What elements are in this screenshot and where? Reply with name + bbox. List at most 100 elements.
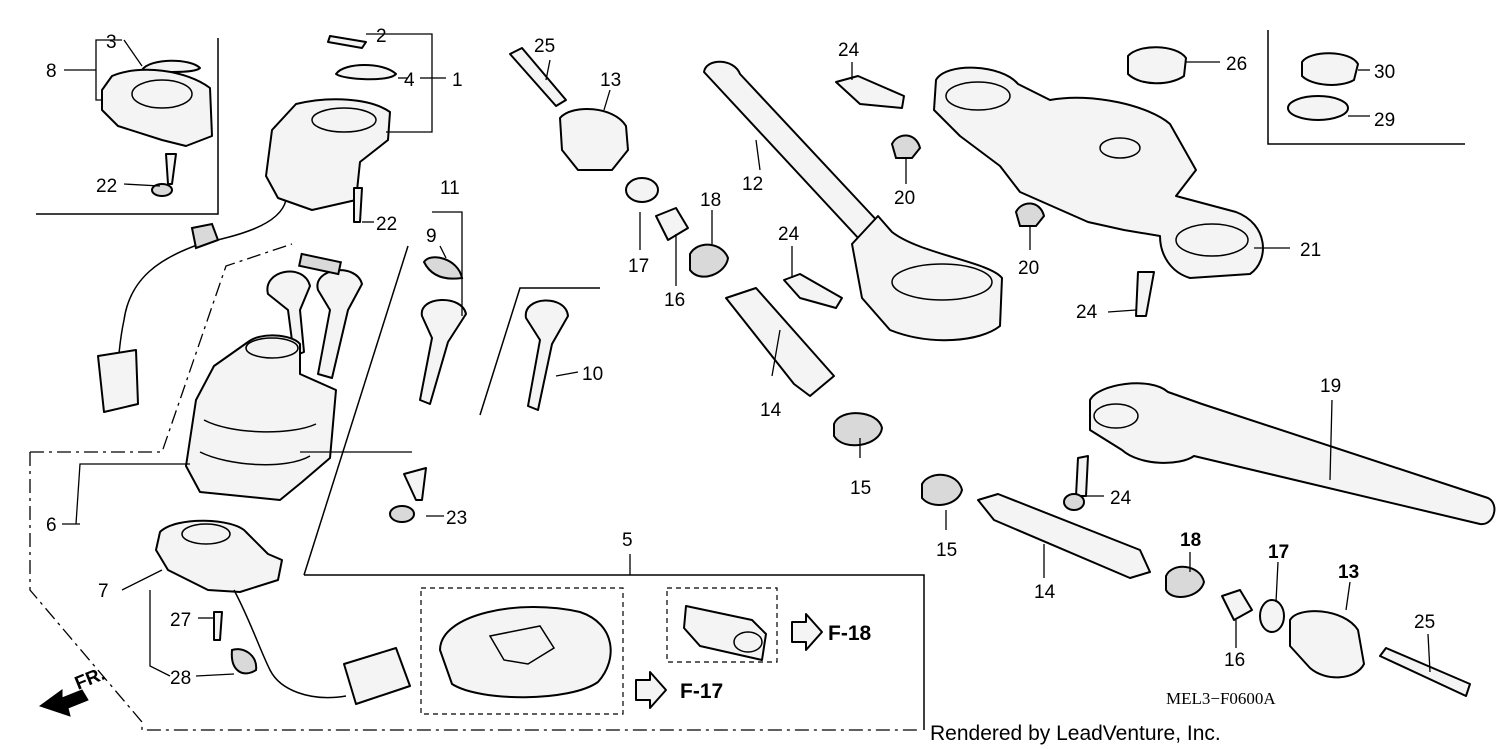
callout-25-left: 25 bbox=[534, 36, 555, 57]
part-key-11 bbox=[419, 299, 467, 405]
callout-24-right: 24 bbox=[1110, 488, 1132, 509]
callout-20-bottom: 20 bbox=[1018, 258, 1039, 279]
diagram-code: MEL3−F0600A bbox=[1166, 689, 1276, 708]
callout-19: 19 bbox=[1320, 376, 1341, 397]
callout-17-left: 17 bbox=[628, 256, 649, 277]
ref-label-f17: F-17 bbox=[680, 680, 723, 703]
part-weight-13-right bbox=[1289, 610, 1365, 679]
part-switch-7 bbox=[155, 519, 283, 593]
part-clip-1 bbox=[190, 222, 220, 250]
callout-29: 29 bbox=[1374, 110, 1395, 131]
dash-line-6-left bbox=[29, 452, 920, 731]
leader-lines bbox=[62, 33, 1431, 677]
part-nut-26 bbox=[1127, 46, 1187, 85]
wire-harness-1 bbox=[115, 199, 287, 367]
part-ring-4 bbox=[335, 64, 397, 81]
part-screw-22-left bbox=[165, 153, 177, 185]
callout-24-mid: 24 bbox=[778, 224, 800, 245]
part-cap-cylinder bbox=[683, 605, 767, 661]
callout-2: 2 bbox=[376, 26, 387, 47]
frame-set-29-30 bbox=[1267, 30, 1465, 145]
callout-18-right: 18 bbox=[1180, 530, 1201, 551]
part-ignition-switch-1 bbox=[265, 98, 391, 211]
callout-11: 11 bbox=[440, 178, 460, 199]
callout-15-right: 15 bbox=[936, 540, 957, 561]
callout-6: 6 bbox=[46, 515, 57, 536]
callout-17-right: 17 bbox=[1268, 542, 1289, 563]
callout-21: 21 bbox=[1300, 240, 1321, 261]
callout-18-left: 18 bbox=[700, 190, 721, 211]
front-arrow-icon bbox=[38, 689, 89, 717]
front-direction-label: FR. bbox=[72, 664, 108, 695]
callout-14-left: 14 bbox=[760, 400, 782, 421]
ref-arrow-f17 bbox=[635, 671, 667, 709]
callout-9: 9 bbox=[426, 226, 437, 247]
callout-16-right: 16 bbox=[1224, 650, 1245, 671]
part-clamp-28 bbox=[230, 648, 258, 675]
callout-25-right: 25 bbox=[1414, 612, 1435, 633]
part-fuel-cap-5 bbox=[439, 606, 612, 699]
part-bolt-24-right bbox=[1075, 455, 1089, 497]
part-screw-25-left bbox=[509, 47, 567, 107]
callout-12: 12 bbox=[742, 174, 763, 195]
callout-24-top: 24 bbox=[838, 40, 860, 61]
callout-22-right: 22 bbox=[376, 214, 397, 235]
part-washer-17-right bbox=[1259, 599, 1285, 633]
callout-15-left: 15 bbox=[850, 478, 871, 499]
part-key-10 bbox=[524, 299, 569, 411]
part-key-tag-9 bbox=[422, 256, 464, 280]
part-clip-16-left bbox=[655, 207, 689, 241]
callout-10: 10 bbox=[582, 364, 603, 385]
credit-text: Rendered by LeadVenture, Inc. bbox=[930, 722, 1221, 745]
part-connector-7 bbox=[343, 647, 411, 705]
part-rubber-18-left bbox=[689, 243, 730, 278]
callout-26: 26 bbox=[1226, 54, 1247, 75]
part-inner-tube-14-left bbox=[725, 287, 835, 397]
part-connector-1 bbox=[97, 349, 139, 413]
ref-arrow-f18 bbox=[791, 613, 823, 651]
frame-key-10 bbox=[479, 287, 600, 416]
callout-20-top: 20 bbox=[894, 188, 915, 209]
callout-22-left: 22 bbox=[96, 176, 117, 197]
callout-27: 27 bbox=[170, 610, 191, 631]
part-cap-20-bottom bbox=[1014, 202, 1046, 227]
part-seal-2 bbox=[327, 35, 367, 49]
callout-1: 1 bbox=[452, 70, 463, 91]
wire-harness-7 bbox=[233, 589, 347, 699]
callout-3: 3 bbox=[106, 32, 117, 53]
part-keys-6 bbox=[266, 252, 363, 379]
part-rubber-18-right bbox=[1165, 566, 1206, 598]
part-inner-tube-14-right bbox=[977, 493, 1151, 579]
callout-14-right: 14 bbox=[1034, 582, 1056, 603]
callout-28: 28 bbox=[170, 668, 191, 689]
fuel-cap-box bbox=[420, 587, 624, 715]
part-lock-body-6 bbox=[185, 334, 337, 501]
frame-set-5 bbox=[304, 574, 925, 730]
part-washer-17-left bbox=[625, 177, 659, 203]
part-bolt-24-mid bbox=[783, 273, 843, 309]
dash-line-6-top bbox=[30, 243, 293, 453]
part-rubber-15-right bbox=[921, 474, 964, 506]
part-screw-27 bbox=[213, 611, 223, 641]
callout-30: 30 bbox=[1374, 62, 1395, 83]
cylinder-box bbox=[666, 587, 778, 663]
callout-4: 4 bbox=[404, 70, 415, 91]
part-screw-23 bbox=[403, 467, 427, 501]
part-nut-30 bbox=[1301, 52, 1359, 86]
callout-24-lower: 24 bbox=[1076, 302, 1098, 323]
callout-16-left: 16 bbox=[664, 290, 685, 311]
part-screw-25-right bbox=[1379, 647, 1471, 697]
part-handlebar-19 bbox=[1089, 382, 1496, 526]
part-screw-22-right bbox=[353, 187, 363, 223]
part-clip-16-right bbox=[1221, 589, 1253, 621]
part-cap-20-top bbox=[890, 134, 922, 159]
part-washer-29 bbox=[1287, 95, 1349, 121]
callout-13-right: 13 bbox=[1338, 562, 1359, 583]
callout-7: 7 bbox=[98, 581, 109, 602]
callout-13-left: 13 bbox=[600, 70, 621, 91]
callout-23: 23 bbox=[446, 508, 467, 529]
part-top-bridge-21 bbox=[933, 66, 1264, 279]
part-handle-clamp-12 bbox=[851, 215, 1003, 342]
part-bolt-24-top bbox=[835, 75, 905, 109]
